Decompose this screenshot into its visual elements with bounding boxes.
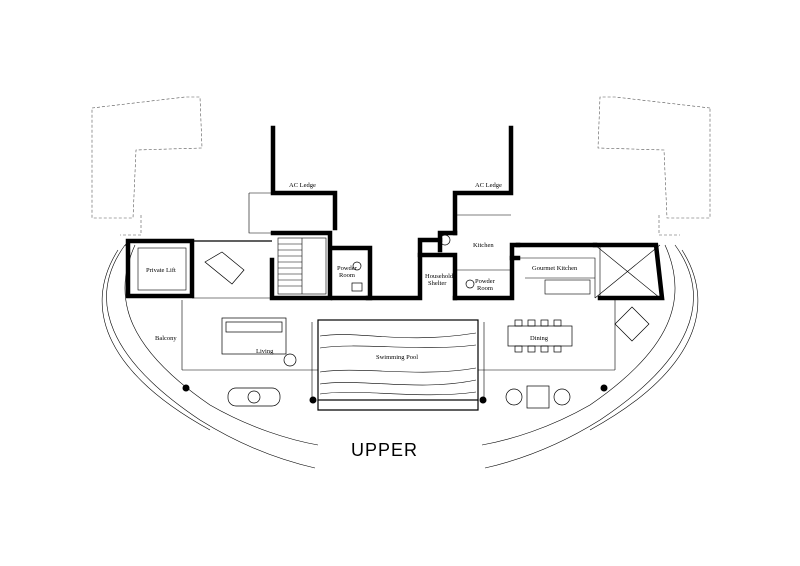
label-household-shelter-2: Shelter bbox=[428, 280, 447, 287]
plan-title: UPPER bbox=[351, 440, 418, 460]
room-labels: AC Ledge AC Ledge Kitchen Private Lift P… bbox=[146, 182, 578, 361]
label-balcony: Balcony bbox=[155, 335, 177, 342]
label-kitchen: Kitchen bbox=[473, 242, 494, 249]
label-powder-room-right-1: Powder bbox=[475, 278, 496, 285]
label-private-lift: Private Lift bbox=[146, 267, 176, 274]
label-dining: Dining bbox=[530, 335, 549, 342]
swimming-pool bbox=[311, 319, 485, 411]
label-ac-ledge-right: AC Ledge bbox=[475, 182, 502, 189]
label-living: Living bbox=[256, 348, 274, 355]
label-powder-room-right-2: Room bbox=[477, 285, 493, 292]
label-powder-room-left-2: Room bbox=[339, 272, 355, 279]
dashed-roof-outline bbox=[91, 96, 711, 236]
label-household-shelter-1: Household bbox=[425, 273, 454, 280]
label-gourmet-kitchen: Gourmet Kitchen bbox=[532, 265, 578, 272]
label-ac-ledge-left: AC Ledge bbox=[289, 182, 316, 189]
label-swimming-pool: Swimming Pool bbox=[376, 354, 418, 361]
staircase bbox=[277, 237, 327, 295]
label-powder-room-left-1: Powder bbox=[337, 265, 358, 272]
furniture bbox=[182, 234, 650, 409]
outer-curves bbox=[101, 244, 699, 469]
walls bbox=[125, 125, 665, 301]
interior-lines bbox=[137, 192, 661, 371]
